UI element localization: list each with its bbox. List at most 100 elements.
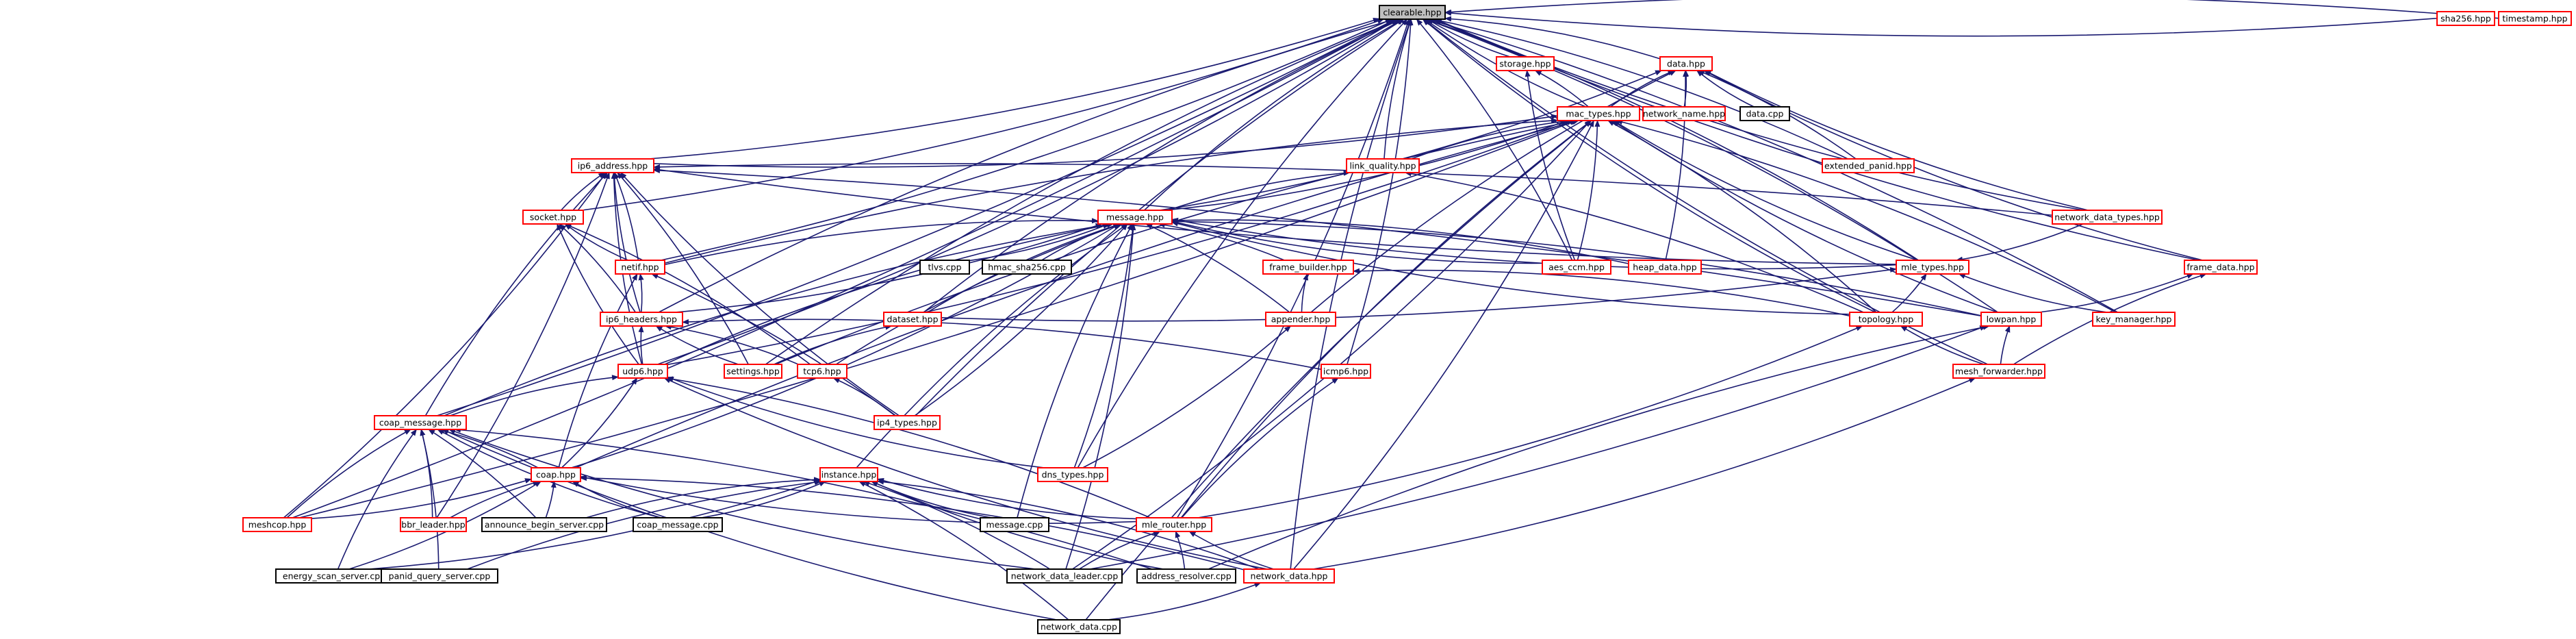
edge-mle_router-to-udp6 — [665, 376, 1151, 518]
node-socket[interactable]: socket.hpp — [522, 210, 584, 225]
node-tlvs-cpp[interactable]: tlvs.cpp — [919, 260, 970, 275]
node-label: network_data_types.hpp — [2054, 212, 2160, 223]
edge-bbr_leader-to-coap — [450, 480, 540, 518]
node-bbr-leader[interactable]: bbr_leader.hpp — [400, 517, 467, 532]
edge-tcp6-to-socket — [564, 223, 811, 365]
node-dns-types[interactable]: dns_types.hpp — [1037, 467, 1108, 482]
node-label: network_data.hpp — [1251, 571, 1328, 581]
edge-address_resolver_cpp-to-mle_router — [1175, 531, 1186, 570]
node-network-data[interactable]: network_data.hpp — [1243, 568, 1335, 584]
node-heap-data[interactable]: heap_data.hpp — [1628, 260, 1702, 275]
node-netif[interactable]: netif.hpp — [615, 260, 665, 275]
edge-key_manager-to-mle_types — [1958, 273, 2108, 313]
node-mle-router[interactable]: mle_router.hpp — [1136, 517, 1212, 532]
node-address-resolver-cpp[interactable]: address_resolver.cpp — [1136, 568, 1236, 584]
node-label: coap.hpp — [536, 470, 576, 480]
node-sha256[interactable]: sha256.hpp — [2436, 11, 2495, 26]
node-mac-types[interactable]: mac_types.hpp — [1557, 106, 1640, 121]
node-box — [873, 415, 941, 430]
edge-meshcop-to-mac_types — [298, 120, 1577, 518]
edge-lowpan-to-ip6_address — [653, 168, 1982, 316]
edge-mle_router-to-instance — [877, 478, 1137, 520]
node-box — [571, 158, 654, 173]
edge-frame_builder-to-message — [1158, 222, 1285, 261]
node-icmp6[interactable]: icmp6.hpp — [1321, 364, 1371, 379]
node-network-data-cpp[interactable]: network_data.cpp — [1037, 619, 1121, 634]
node-key-manager[interactable]: key_manager.hpp — [2092, 312, 2176, 327]
node-lowpan[interactable]: lowpan.hpp — [1980, 312, 2042, 327]
node-topology[interactable]: topology.hpp — [1849, 312, 1923, 327]
node-ip4-types[interactable]: ip4_types.hpp — [873, 415, 941, 430]
node-label: energy_scan_server.cpp — [283, 571, 385, 581]
edge-udp6-to-message — [664, 222, 1114, 365]
edge-netif-to-ip6_address — [613, 172, 639, 261]
node-label: meshcop.hpp — [248, 520, 307, 530]
node-box — [1379, 5, 1446, 20]
node-coap-message[interactable]: coap_message.hpp — [374, 415, 467, 430]
node-network-data-types[interactable]: network_data_types.hpp — [2052, 210, 2163, 225]
node-label: ip6_headers.hpp — [606, 314, 677, 325]
edge-mle_types-to-clearable — [1425, 18, 1920, 261]
node-dataset[interactable]: dataset.hpp — [883, 312, 942, 327]
edge-address_resolver_cpp-to-instance — [871, 481, 1164, 570]
node-ip6-headers[interactable]: ip6_headers.hpp — [600, 312, 683, 327]
node-tcp6[interactable]: tcp6.hpp — [797, 364, 847, 379]
node-instance[interactable]: instance.hpp — [819, 467, 878, 482]
node-box — [1822, 158, 1915, 173]
edge-announce_begin_server_cpp-to-coap_message — [428, 429, 537, 518]
node-label: settings.hpp — [726, 366, 780, 377]
node-ip6-address[interactable]: ip6_address.hpp — [571, 158, 654, 173]
node-mesh-forwarder[interactable]: mesh_forwarder.hpp — [1952, 364, 2045, 379]
edge-network_data_cpp-to-coap_message — [442, 429, 1057, 621]
edge-ip6_headers-to-netif — [638, 273, 644, 313]
node-coap[interactable]: coap.hpp — [531, 467, 581, 482]
node-frame-builder[interactable]: frame_builder.hpp — [1262, 260, 1354, 275]
node-box — [1739, 106, 1790, 121]
node-network-name[interactable]: network_name.hpp — [1642, 106, 1726, 121]
node-label: dataset.hpp — [887, 314, 938, 325]
edge-ip4_types-to-clearable — [915, 18, 1405, 416]
node-hmac-sha256-cpp[interactable]: hmac_sha256.cpp — [982, 260, 1072, 275]
node-label: network_name.hpp — [1643, 109, 1725, 119]
edge-network_data_leader_cpp-to-mle_router — [1078, 531, 1160, 570]
node-label: link_quality.hpp — [1349, 161, 1416, 171]
node-meshcop[interactable]: meshcop.hpp — [242, 517, 312, 532]
node-box — [1849, 312, 1923, 327]
node-settings[interactable]: settings.hpp — [724, 364, 782, 379]
node-mle-types[interactable]: mle_types.hpp — [1896, 260, 1969, 275]
node-storage[interactable]: storage.hpp — [1496, 56, 1555, 71]
node-announce-begin-server-cpp[interactable]: announce_begin_server.cpp — [481, 517, 607, 532]
node-data-cpp[interactable]: data.cpp — [1739, 106, 1790, 121]
edge-aes_ccm-to-clearable — [1416, 18, 1573, 261]
edge-message-to-mac_types — [1165, 120, 1569, 211]
node-label: topology.hpp — [1859, 314, 1914, 325]
node-udp6[interactable]: udp6.hpp — [617, 364, 668, 379]
edge-coap_message_cpp-to-instance — [701, 481, 826, 518]
node-aes-ccm[interactable]: aes_ccm.hpp — [1542, 260, 1611, 275]
node-timestamp[interactable]: timestamp.hpp — [2498, 11, 2572, 26]
edge-network_data_cpp-to-instance — [858, 481, 1069, 621]
node-appender[interactable]: appender.hpp — [1265, 312, 1336, 327]
node-coap-message-cpp[interactable]: coap_message.cpp — [633, 517, 723, 532]
node-frame-data[interactable]: frame_data.hpp — [2184, 260, 2258, 275]
edge-message-to-data — [1159, 70, 1662, 211]
node-box — [724, 364, 782, 379]
edge-ip6_headers-to-socket — [558, 223, 637, 313]
node-message[interactable]: message.hpp — [1097, 210, 1173, 225]
edge-aes_ccm-to-storage — [1525, 70, 1576, 261]
node-extended-panid[interactable]: extended_panid.hpp — [1822, 158, 1915, 173]
node-label: timestamp.hpp — [2502, 14, 2567, 24]
node-message-cpp[interactable]: message.cpp — [980, 517, 1049, 532]
edge-meshcop-to-coap_message — [286, 429, 411, 518]
node-network-data-leader-cpp[interactable]: network_data_leader.cpp — [1006, 568, 1123, 584]
node-energy-scan-server-cpp[interactable]: energy_scan_server.cpp — [275, 568, 393, 584]
node-data[interactable]: data.hpp — [1659, 56, 1713, 71]
node-box — [481, 517, 607, 532]
node-label: mac_types.hpp — [1566, 109, 1631, 119]
node-panid-query-server-cpp[interactable]: panid_query_server.cpp — [381, 568, 498, 584]
edge-socket-to-ip6_address — [561, 172, 606, 211]
node-clearable[interactable]: clearable.hpp — [1379, 5, 1446, 20]
node-link-quality[interactable]: link_quality.hpp — [1346, 158, 1420, 173]
edge-link_quality-to-clearable — [1383, 18, 1412, 160]
edge-energy_scan_server_cpp-to-coap_message — [337, 429, 418, 570]
